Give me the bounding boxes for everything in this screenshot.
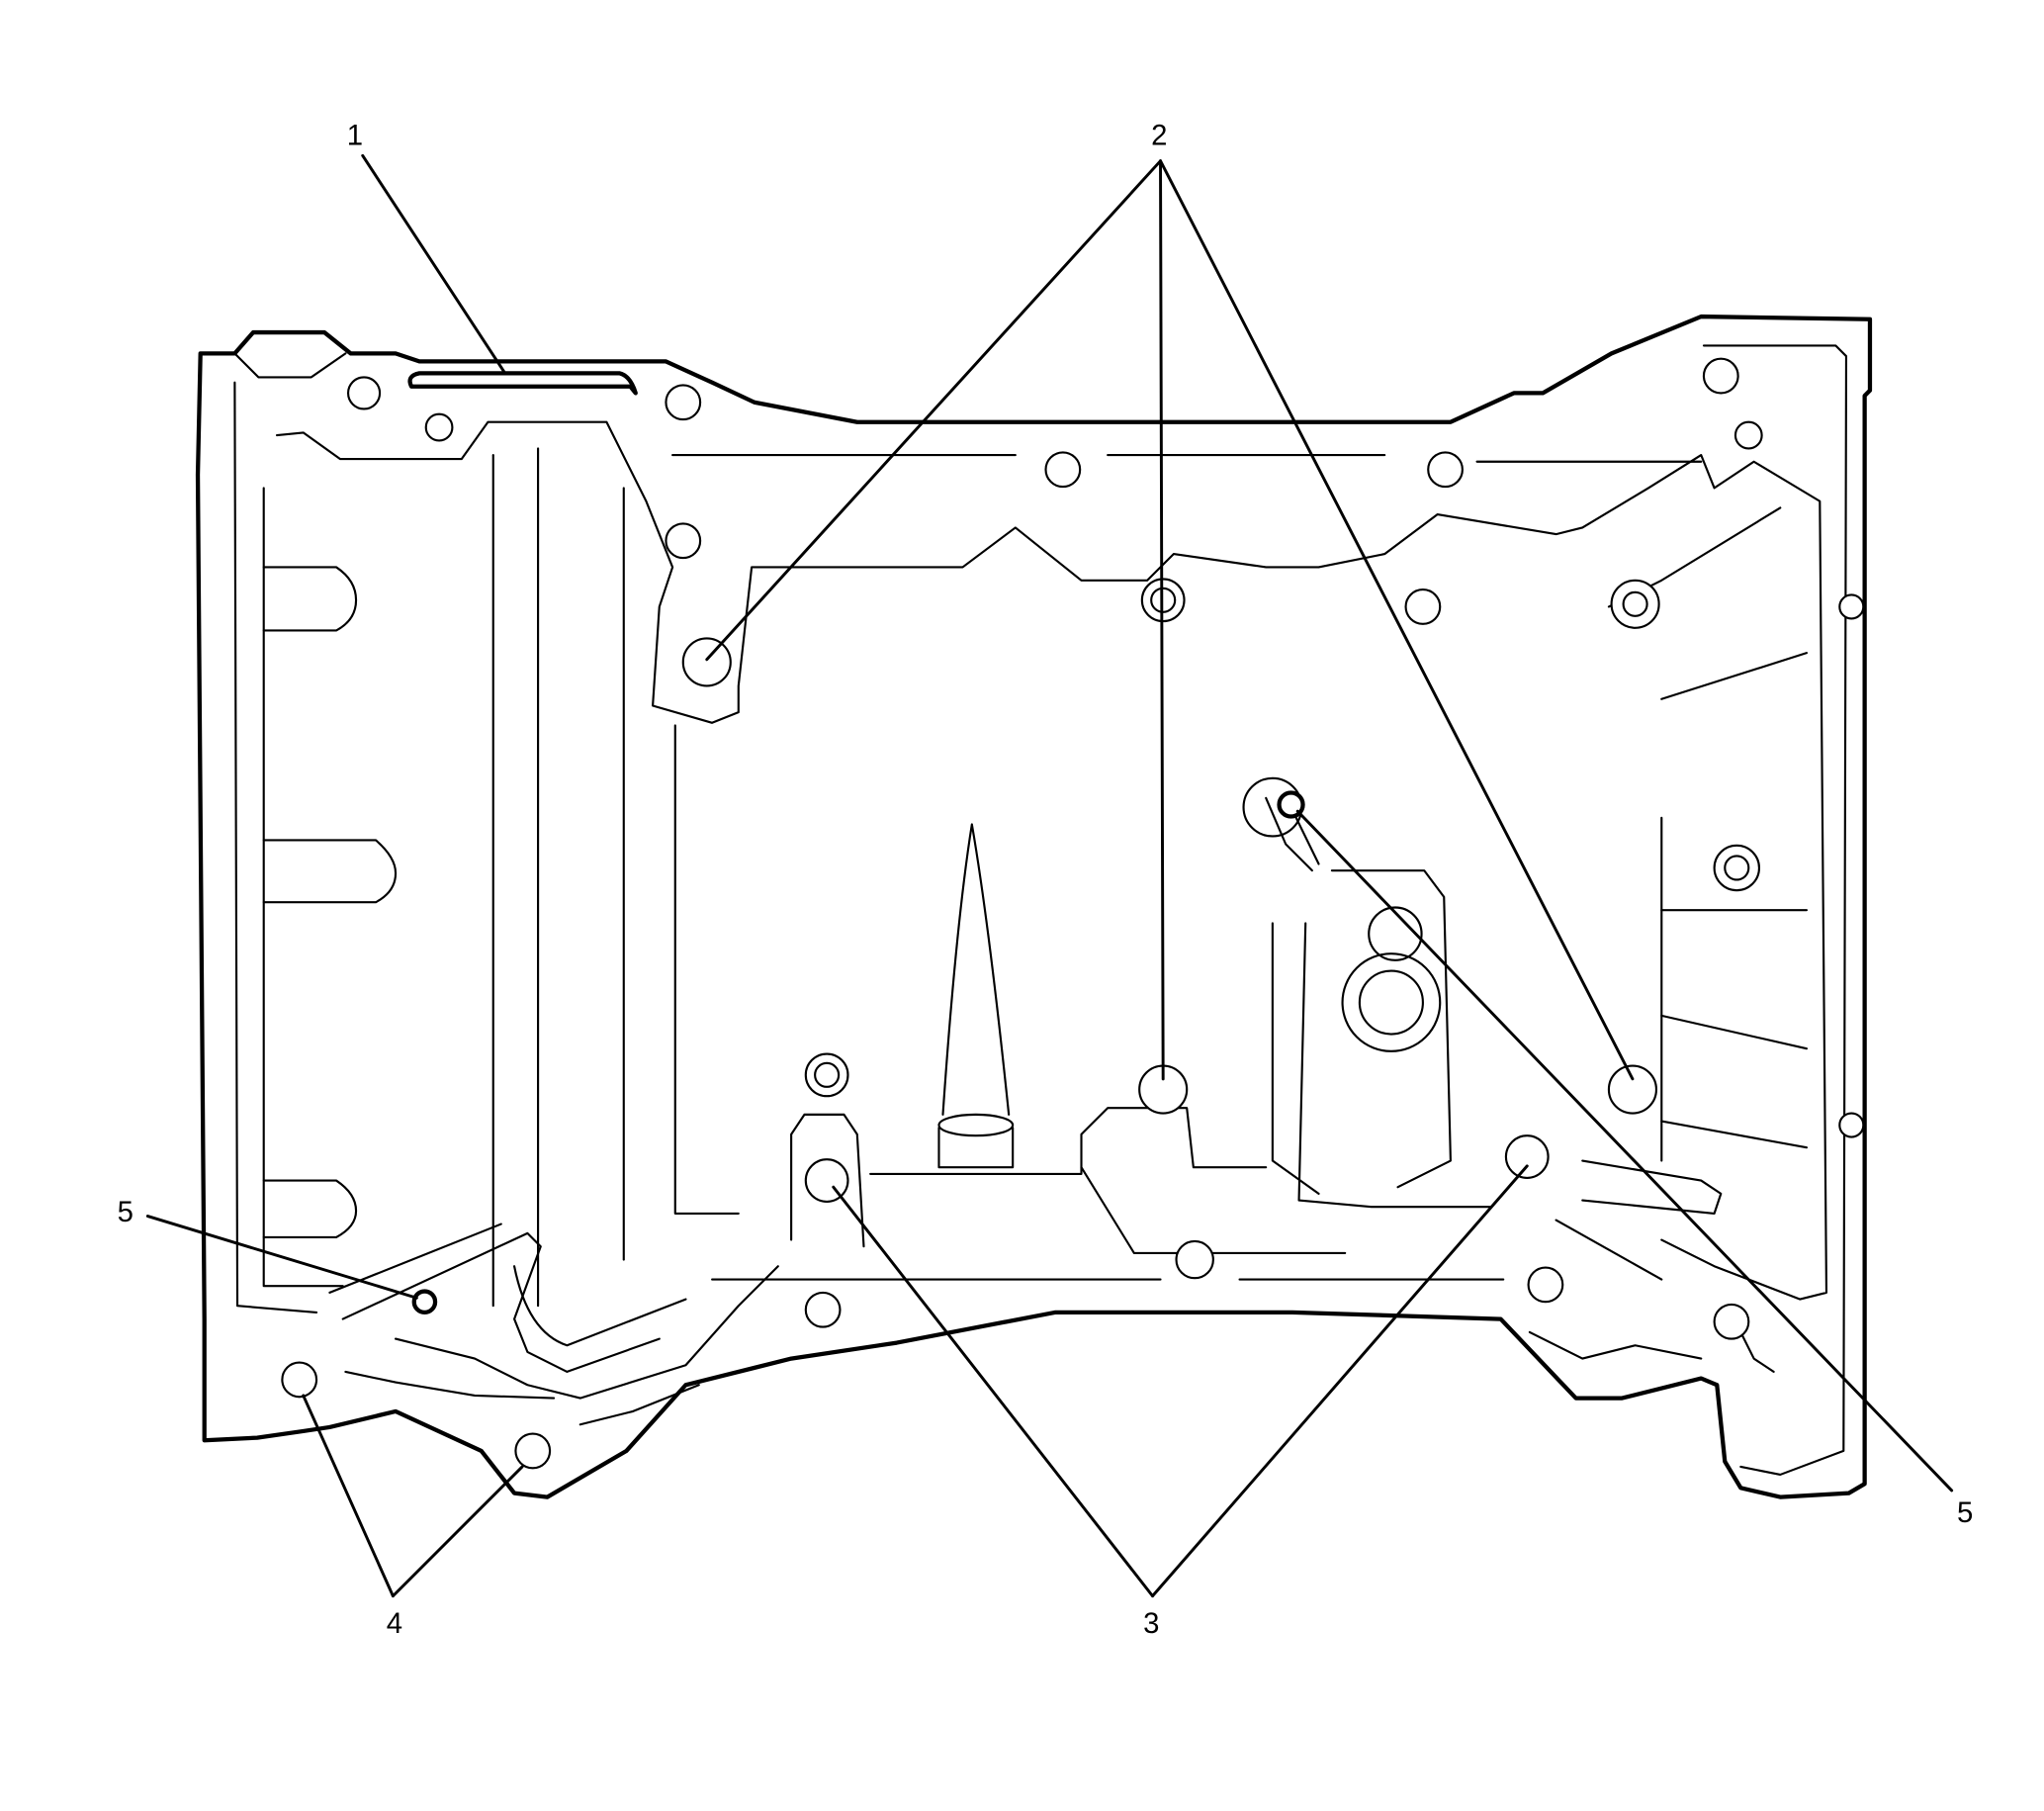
callout-target-holes bbox=[407, 371, 1658, 1315]
oil-pan-outline bbox=[195, 314, 1873, 1499]
leader-lines bbox=[145, 153, 1954, 1598]
callout-5-right-label: 5 bbox=[1957, 1496, 1973, 1529]
callout-1-label: 1 bbox=[347, 120, 363, 152]
callout-5-left-label: 5 bbox=[118, 1196, 133, 1228]
callout-3-label: 3 bbox=[1143, 1607, 1159, 1640]
callout-4-label: 4 bbox=[387, 1607, 402, 1640]
tapered-rib bbox=[937, 823, 1015, 1169]
callout-2-label: 2 bbox=[1151, 120, 1167, 152]
inner-flange bbox=[262, 420, 1828, 1426]
callout-labels: 1 2 3 4 5 5 bbox=[118, 120, 1974, 1640]
bolt-holes bbox=[281, 357, 1865, 1470]
